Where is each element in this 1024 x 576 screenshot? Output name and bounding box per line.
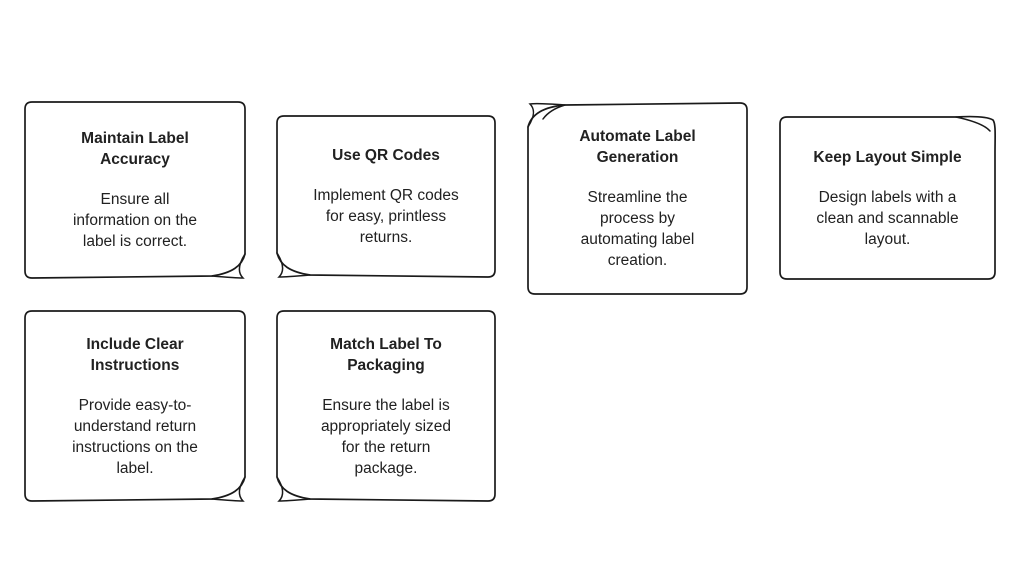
sticky-note-outline: [276, 310, 496, 502]
sticky-note-include-clear-instructions[interactable]: Include Clear Instructions Provide easy-…: [22, 308, 248, 504]
note-title: Include Clear Instructions: [86, 335, 184, 374]
sticky-note-automate-label-generation[interactable]: Automate Label Generation Streamline the…: [525, 100, 750, 297]
note-title: Keep Layout Simple: [813, 148, 962, 166]
note-title: Maintain Label Accuracy: [81, 130, 189, 168]
note-body: Ensure all information on the label is c…: [72, 191, 198, 250]
note-title: Automate Label Generation: [579, 128, 696, 166]
note-body: Implement QR codes for easy, printless r…: [313, 187, 459, 246]
sticky-note-outline: [527, 102, 748, 295]
sticky-note-match-label-to-packaging[interactable]: Match Label To Packaging Ensure the labe…: [274, 308, 498, 504]
note-title: Use QR Codes: [332, 147, 440, 164]
note-content: Include Clear Instructions Provide easy-…: [22, 308, 248, 504]
note-body: Design labels with a clean and scannable…: [816, 188, 959, 248]
sticky-note-outline: [24, 310, 246, 502]
note-content: Maintain Label Accuracy Ensure all infor…: [22, 99, 248, 281]
note-content: Automate Label Generation Streamline the…: [525, 100, 750, 297]
sticky-note-keep-layout-simple[interactable]: Keep Layout Simple Design labels with a …: [777, 114, 998, 282]
note-content: Use QR Codes Implement QR codes for easy…: [274, 113, 498, 280]
sticky-note-outline: [779, 115, 997, 280]
note-body: Provide easy-to- understand return instr…: [72, 396, 198, 477]
sticky-note-outline: [24, 101, 246, 279]
note-body: Streamline the process by automating lab…: [580, 189, 695, 269]
note-content: Match Label To Packaging Ensure the labe…: [274, 308, 498, 504]
note-content: Keep Layout Simple Design labels with a …: [777, 114, 998, 282]
sticky-note-outline: [276, 115, 496, 278]
sticky-note-use-qr-codes[interactable]: Use QR Codes Implement QR codes for easy…: [274, 113, 498, 280]
sticky-note-maintain-label-accuracy[interactable]: Maintain Label Accuracy Ensure all infor…: [22, 99, 248, 281]
note-body: Ensure the label is appropriately sized …: [320, 396, 452, 477]
note-title: Match Label To Packaging: [330, 335, 442, 374]
